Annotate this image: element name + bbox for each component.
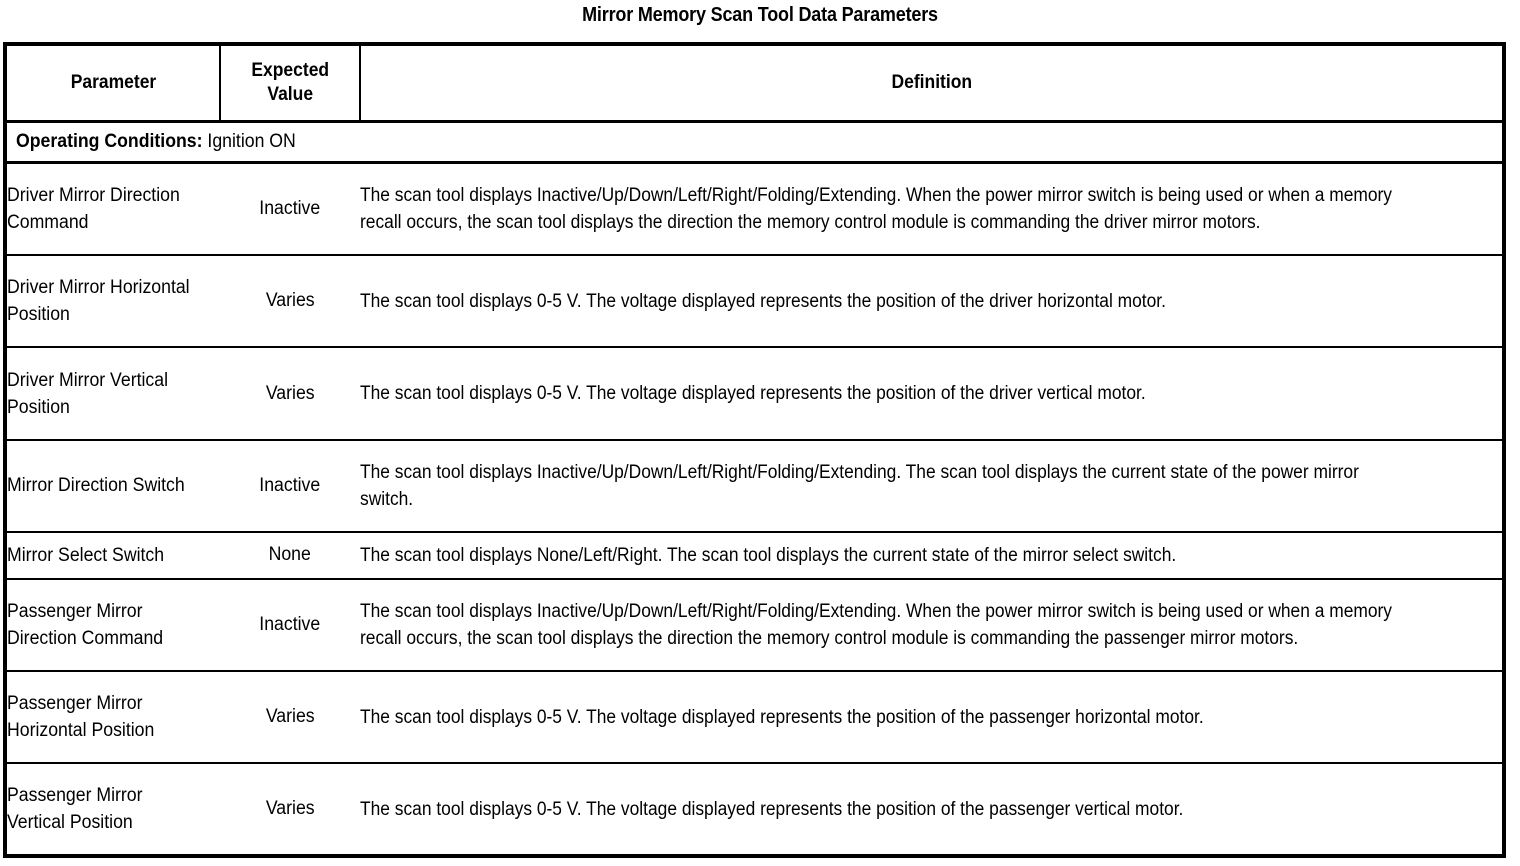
parameters-table: Parameter Expected Value Definition Oper… [7,46,1502,854]
cell-definition: The scan tool displays 0-5 V. The voltag… [360,670,1502,764]
cell-parameter: Driver Mirror Vertical Position [7,346,220,440]
cell-expected-value: Varies [220,670,360,764]
operating-conditions-cell: Operating Conditions: Ignition ON [7,121,1502,164]
parameter-text: Mirror Select Switch [7,544,165,566]
cell-expected-value: Varies [220,346,360,440]
table-row: Passenger Mirror Vertical Position Varies… [7,762,1502,854]
cell-definition: The scan tool displays 0-5 V. The voltag… [360,346,1502,440]
definition-text: The scan tool displays 0-5 V. The voltag… [360,798,1184,820]
table-row: Passenger Mirror Direction Command Inacti… [7,578,1502,672]
column-header-parameter-label: Parameter [70,72,156,93]
table-body: Operating Conditions: Ignition ON Driver… [7,121,1502,854]
parameter-text: Passenger Mirror Direction Command [7,601,164,650]
parameter-text: Driver Mirror Direction Command [7,185,180,234]
table-header-row: Parameter Expected Value Definition [7,46,1502,123]
parameter-text: Driver Mirror Vertical Position [7,369,169,418]
cell-expected-value: Inactive [220,438,360,532]
expected-value-text: Varies [265,706,315,728]
cell-definition: The scan tool displays Inactive/Up/Down/… [360,578,1502,672]
definition-text: The scan tool displays 0-5 V. The voltag… [360,706,1204,728]
table-row: Driver Mirror Horizontal Position Varies T… [7,254,1502,348]
definition-text: The scan tool displays None/Left/Right. … [360,544,1177,566]
column-header-expected-value-label: Expected Value [251,60,329,105]
expected-value-text: Inactive [259,198,321,220]
expected-value-text: Varies [265,798,315,820]
column-header-expected-value: Expected Value [220,46,361,123]
parameter-text: Passenger Mirror Horizontal Position [7,693,155,742]
cell-definition: The scan tool displays None/Left/Right. … [360,530,1502,580]
column-header-parameter: Parameter [7,46,221,123]
parameter-text: Driver Mirror Horizontal Position [7,277,190,326]
operating-conditions-inner: Operating Conditions: Ignition ON [16,130,296,154]
definition-text: The scan tool displays 0-5 V. The voltag… [360,383,1146,405]
expected-value-text: Inactive [259,474,321,496]
cell-parameter: Mirror Select Switch [7,530,220,580]
operating-conditions-value: Ignition ON [207,131,296,152]
table-header: Parameter Expected Value Definition [7,46,1502,123]
cell-parameter: Driver Mirror Horizontal Position [7,254,220,348]
table-row: Mirror Direction Switch Inactive The scan … [7,438,1502,532]
cell-definition: The scan tool displays Inactive/Up/Down/… [360,163,1502,256]
expected-value-text: Inactive [259,614,321,636]
table-row: Driver Mirror Vertical Position Varies The… [7,346,1502,440]
cell-definition: The scan tool displays Inactive/Up/Down/… [360,438,1502,532]
cell-parameter: Passenger Mirror Horizontal Position [7,670,220,764]
parameter-text: Passenger Mirror Vertical Position [7,785,143,834]
cell-parameter: Passenger Mirror Vertical Position [7,762,220,854]
cell-expected-value: None [220,530,360,580]
expected-value-text: None [268,544,312,566]
expected-value-text: Varies [265,382,315,404]
table-row: Mirror Select Switch None The scan tool di… [7,530,1502,580]
cell-definition: The scan tool displays 0-5 V. The voltag… [360,762,1502,854]
parameters-table-container: Parameter Expected Value Definition Oper… [3,42,1506,858]
column-header-definition-label: Definition [891,72,972,93]
operating-conditions-label: Operating Conditions: [16,131,208,152]
column-header-definition: Definition [360,46,1502,123]
cell-parameter: Mirror Direction Switch [7,438,220,532]
definition-text: The scan tool displays 0-5 V. The voltag… [360,290,1166,312]
table-row: Driver Mirror Direction Command Inactive T… [7,163,1502,256]
cell-parameter: Driver Mirror Direction Command [7,163,220,256]
definition-text: The scan tool displays Inactive/Up/Down/… [360,461,1359,510]
table-row: Passenger Mirror Horizontal Position Vari… [7,670,1502,764]
page-title: Mirror Memory Scan Tool Data Parameters [582,4,938,26]
parameter-text: Mirror Direction Switch [7,475,185,497]
expected-value-text: Varies [265,290,315,312]
cell-expected-value: Inactive [220,163,360,256]
definition-text: The scan tool displays Inactive/Up/Down/… [360,185,1393,234]
operating-conditions-row: Operating Conditions: Ignition ON [7,121,1502,164]
cell-expected-value: Inactive [220,578,360,672]
cell-expected-value: Varies [220,762,360,854]
cell-parameter: Passenger Mirror Direction Command [7,578,220,672]
cell-expected-value: Varies [220,254,360,348]
cell-definition: The scan tool displays 0-5 V. The voltag… [360,254,1502,348]
definition-text: The scan tool displays Inactive/Up/Down/… [360,601,1393,650]
